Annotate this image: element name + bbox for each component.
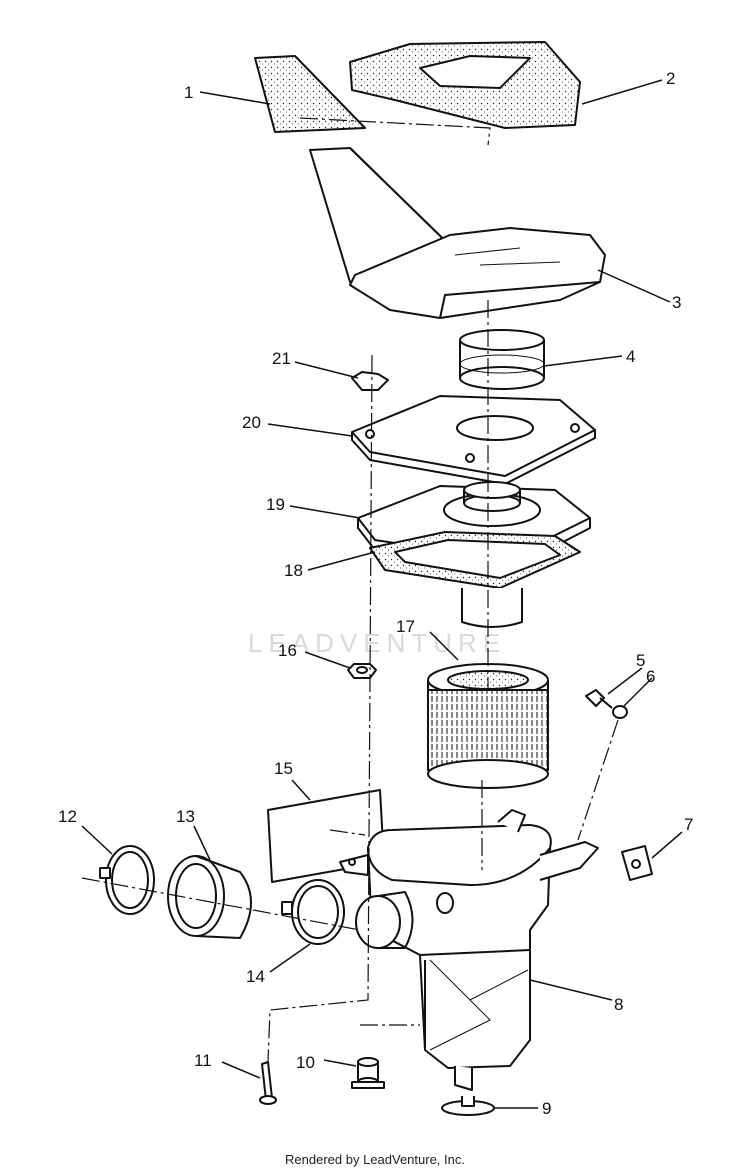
part-6-washer — [612, 705, 628, 719]
callouts: 1 2 3 4 5 6 7 8 9 10 11 12 13 14 15 16 1… — [58, 69, 693, 1118]
callout-16: 16 — [278, 641, 297, 660]
part-14-clamp — [281, 879, 345, 945]
part-12-clamp — [99, 845, 155, 915]
part-20-cover-plate — [351, 395, 596, 485]
callout-9: 9 — [542, 1099, 551, 1118]
callout-4: 4 — [626, 347, 635, 366]
part-13-boot — [167, 855, 252, 939]
leader-lines — [81, 79, 683, 1109]
callout-20: 20 — [242, 413, 261, 432]
part-4-coupler — [459, 329, 545, 390]
part-5-bolt — [585, 689, 613, 709]
callout-11: 11 — [194, 1051, 212, 1070]
callout-8: 8 — [614, 995, 623, 1014]
callout-19: 19 — [266, 495, 285, 514]
part-18-gasket — [369, 531, 581, 589]
part-7-clip-nut — [621, 845, 653, 881]
part-3-intake-duct — [309, 147, 606, 319]
callout-3: 3 — [672, 293, 681, 312]
watermark-text: LEADVENTURE — [248, 628, 506, 658]
part-11-screw — [259, 1061, 277, 1105]
callout-14: 14 — [246, 967, 265, 986]
footer-credit: Rendered by LeadVenture, Inc. — [285, 1152, 465, 1167]
callout-18: 18 — [284, 561, 303, 580]
part-8-airbox — [339, 809, 599, 1091]
part-2-foam-pad — [349, 41, 581, 129]
callout-15: 15 — [274, 759, 293, 778]
callout-2: 2 — [666, 69, 675, 88]
callout-5: 5 — [636, 651, 645, 670]
callout-1: 1 — [184, 83, 193, 102]
callout-7: 7 — [684, 815, 693, 834]
callout-12: 12 — [58, 807, 77, 826]
callout-13: 13 — [176, 807, 195, 826]
part-21-wing-nut — [351, 371, 389, 391]
part-9-drain-valve — [441, 1096, 495, 1116]
part-1-foam-wedge — [254, 55, 366, 133]
callout-10: 10 — [296, 1053, 315, 1072]
callout-17: 17 — [396, 617, 415, 636]
center-lines — [81, 117, 619, 1063]
callout-6: 6 — [646, 667, 655, 686]
callout-21: 21 — [272, 349, 291, 368]
part-16-nut — [347, 663, 377, 679]
housing-spout — [461, 588, 523, 628]
part-10-fitting — [351, 1057, 385, 1089]
